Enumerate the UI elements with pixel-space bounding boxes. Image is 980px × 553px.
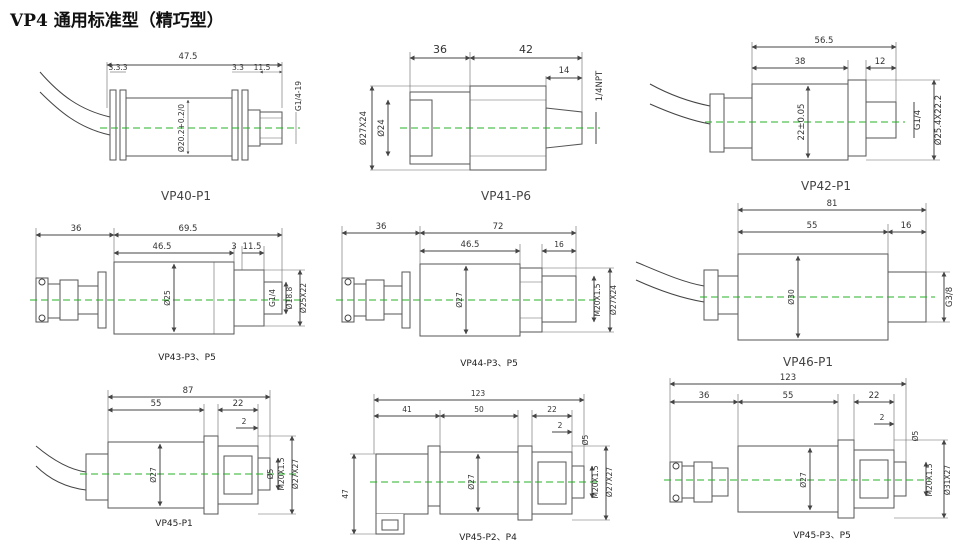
drawing-vp45a: 87 55 22 2 Ø27 Ø5 M20X1.5 Ø27X27 VP45-P1 [35,386,300,529]
drawing-vp44: 36 72 46.5 16 Ø27 M20X1.5 Ø27X24 VP44-P3… [336,222,618,369]
label-vp46: VP46-P1 [783,355,833,369]
drawing-vp45c: 123 36 55 22 2 Ø5 Ø27 M20X1.5 Ø31X27 VP4… [664,373,952,541]
label-vp45a: VP45-P1 [155,519,192,529]
dim-vp45b-length: 123 [471,389,486,398]
dim-vp45c-hex-len: 22 [869,391,880,401]
dim-vp41-thread-len: 14 [559,66,570,76]
dim-vp45a-thread: M20X1.5 [277,457,286,490]
dim-vp44-body: 46.5 [461,240,480,250]
dim-vp40-flange: 3.3.3 [108,63,127,72]
dim-vp46-body: 55 [807,221,818,231]
drawing-vp41: 36 42 14 1/4NPT Ø27X24 Ø24 VP41-P6 [358,43,605,203]
dim-vp40-dia: Ø20.2+0.2/0 [177,104,186,152]
dim-vp45c-dia: Ø27 [799,472,808,488]
dim-vp45c-port: Ø5 [911,430,920,441]
dim-vp44-connector: 36 [376,222,387,232]
label-vp45c: VP45-P3、P5 [793,531,851,541]
dim-vp40-length: 47.5 [179,52,198,62]
label-vp45b: VP45-P2、P4 [459,533,517,543]
dim-vp44-thread-len: 16 [554,240,564,249]
dim-vp46-thread-len: 16 [901,221,912,231]
dim-vp45b-head: 41 [402,405,412,414]
dim-vp42-hex: Ø25.4X22.2 [933,95,944,145]
dim-vp42-dia: 22±0.05 [797,104,807,141]
dim-vp43-connector: 36 [71,224,82,234]
dim-vp40-thread: G1/4-19 [294,81,303,111]
dim-vp43-body: 46.5 [153,242,172,252]
drawing-vp43: 36 69.5 46.5 3 11.5 Ø25 G1/4 Ø18.8 Ø25X2… [30,224,308,363]
dim-vp41-hex: 42 [519,43,533,56]
dim-vp45a-gap: 2 [242,417,247,426]
dim-vp41-hex-size: Ø27X24 [358,111,369,145]
dim-vp44-length: 72 [493,222,504,232]
dim-vp45b-thread: M20X1.5 [591,465,600,498]
dim-vp45a-length: 87 [183,386,194,396]
dim-vp42-body: 38 [795,57,806,67]
dim-vp45c-connector: 36 [699,391,710,401]
dim-vp40-gap: 3.3 [232,63,244,72]
drawing-vp45b: 123 41 50 22 2 Ø5 47 Ø27 M20X1.5 Ø27X27 … [341,389,614,543]
dim-vp42-thread: G1/4 [913,110,923,130]
dim-vp45b-gap: 2 [558,421,563,430]
dim-vp45b-body: 50 [474,405,484,414]
drawing-vp40: 47.5 3.3.3 3.3 11.5 G1/4-19 Ø20.2+0.2/0 … [39,52,303,203]
dim-vp43-length: 69.5 [179,224,198,234]
dim-vp41-thread: 1/4NPT [595,70,605,101]
dim-vp43-thread: G1/4 [268,289,277,307]
drawing-vp46: 81 55 16 Ø30 G3/8 VP46-P1 [635,199,955,369]
dim-vp45b-port: Ø5 [581,434,590,445]
dim-vp41-dia: Ø24 [376,119,387,137]
drawing-vp42: 56.5 38 12 22±0.05 G1/4 Ø25.4X22.2 VP42-… [649,36,944,193]
dim-vp45a-body: 55 [151,399,162,409]
dim-vp43-dia: Ø25 [163,290,172,306]
dim-vp45c-gap: 2 [880,413,885,422]
label-vp41: VP41-P6 [481,189,531,203]
dim-vp42-length: 56.5 [815,36,834,46]
dim-vp42-thread-len: 12 [875,57,886,67]
dim-vp44-thread: M20X1.5 [593,283,602,316]
dim-vp45b-hex: Ø27X27 [605,467,614,497]
page-title: VP4 通用标准型（精巧型） [10,11,224,31]
dim-vp41-body: 36 [433,43,447,56]
dim-vp44-dia: Ø27 [455,292,464,308]
dim-vp43-gap: 3 [231,242,236,252]
dim-vp46-length: 81 [827,199,838,209]
dim-vp44-hex: Ø27X24 [609,285,618,315]
dim-vp45c-body: 55 [783,391,794,401]
dim-vp45b-height: 47 [341,489,350,499]
dim-vp45a-hex: Ø27X27 [291,459,300,489]
label-vp44: VP44-P3、P5 [460,359,518,369]
dim-vp43-hex: Ø25X22 [299,283,308,313]
dim-vp46-dia: Ø30 [787,289,796,305]
dim-vp45b-hex-len: 22 [547,405,557,414]
dim-vp46-thread: G3/8 [945,287,955,307]
label-vp42: VP42-P1 [801,179,851,193]
dim-vp40-thread-len: 11.5 [254,63,271,72]
dim-vp45c-length: 123 [780,373,796,383]
dim-vp45c-thread: M20X1.5 [925,463,934,496]
dim-vp45a-port: Ø5 [266,468,275,479]
label-vp43: VP43-P3、P5 [158,353,216,363]
label-vp40: VP40-P1 [161,189,211,203]
dim-vp45a-dia: Ø27 [149,467,158,483]
dim-vp45c-hex: Ø31X27 [943,465,952,495]
dim-vp45a-hex-len: 22 [233,399,244,409]
dim-vp43-thread-dia: Ø18.8 [285,286,294,309]
dim-vp43-thread-len: 11.5 [243,242,262,252]
dim-vp45b-dia: Ø27 [467,474,476,490]
